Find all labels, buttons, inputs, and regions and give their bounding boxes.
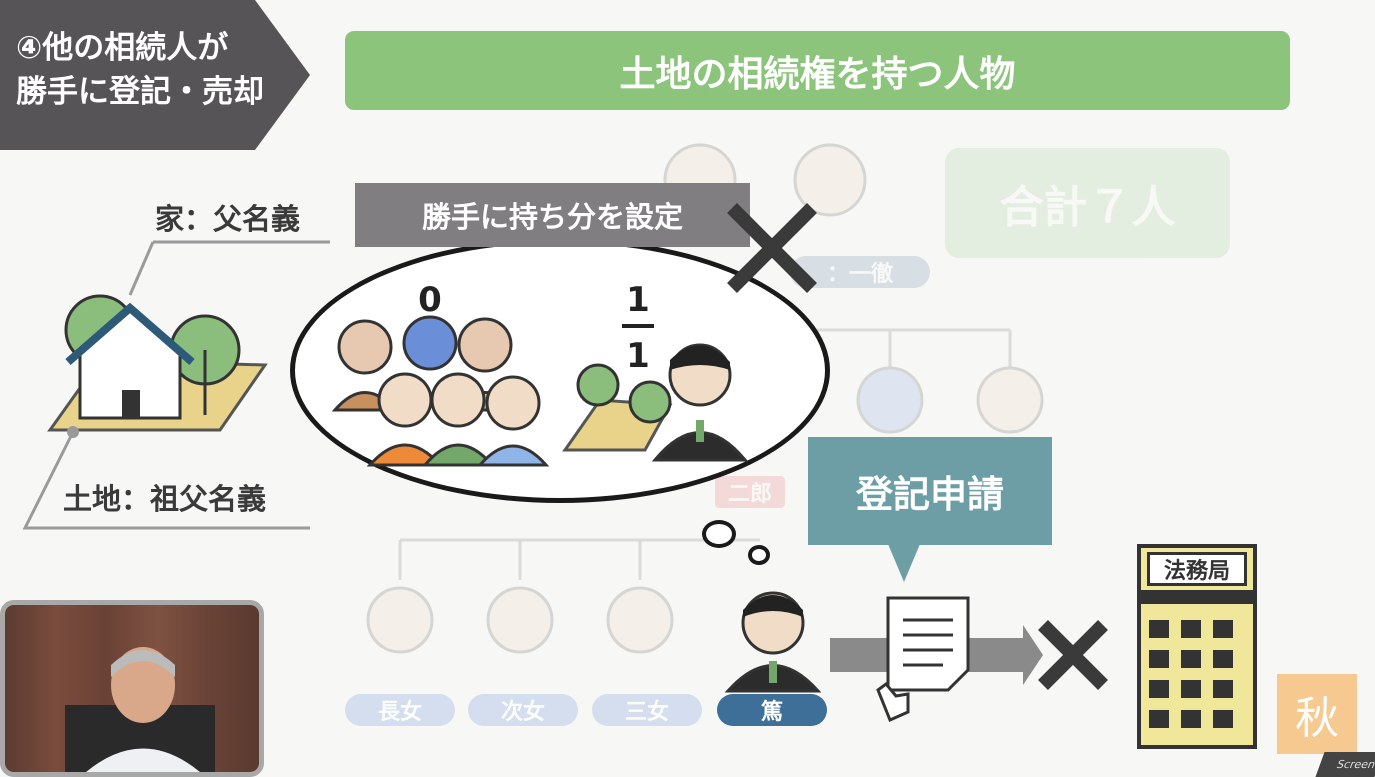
building-windows [1137, 590, 1257, 728]
eldest-daughter-pill: 長女 [345, 694, 455, 726]
header-title: 土地の相続権を持つ人物 [345, 31, 1290, 110]
reject-x-icon [1038, 620, 1108, 690]
screen-recorder-badge: Screen [1315, 752, 1375, 777]
registration-callout-tail [888, 544, 920, 582]
son-figure [724, 591, 822, 693]
step-line-2: 勝手に登記・売却 [16, 74, 264, 110]
house-owner-label: 家：父名義 [155, 202, 301, 236]
autumn-watermark: 秋 [1277, 674, 1357, 754]
house-land-illustration [22, 240, 330, 530]
cross-mark-icon [727, 203, 817, 293]
setup-share-banner: 勝手に持ち分を設定 [355, 183, 750, 247]
legal-affairs-bureau-sign: 法務局 [1147, 552, 1247, 586]
land-owner-label: 土地：祖父名義 [63, 482, 267, 516]
presenter-webcam [0, 600, 264, 777]
second-daughter-pill: 次女 [468, 694, 578, 726]
share-numerator: 1 [626, 280, 650, 320]
total-count-box: 合計７人 [945, 148, 1230, 258]
other-heirs-group [331, 315, 550, 467]
fraction-bar [622, 324, 654, 328]
father-name-tag: 二郎 [715, 476, 785, 508]
registration-flow [830, 596, 1108, 723]
thought-dot-large [702, 520, 736, 548]
pointer-hand-icon [876, 681, 910, 723]
land-with-son-illustration [562, 343, 749, 462]
grandpa-name-pill: ：一徹 [790, 256, 930, 288]
step-line-1: ④他の相続人が [16, 30, 229, 66]
step-tag: ④他の相続人が 勝手に登記・売却 [0, 0, 310, 150]
thought-dot-small [748, 545, 770, 565]
son-name-pill: 篤 [717, 694, 827, 726]
document-icon [886, 596, 970, 692]
third-daughter-pill: 三女 [592, 694, 702, 726]
share-denominator: 1 [626, 336, 650, 376]
presenter-figure [65, 647, 215, 772]
share-zero: 0 [418, 280, 442, 320]
registration-callout: 登記申請 [808, 437, 1052, 545]
